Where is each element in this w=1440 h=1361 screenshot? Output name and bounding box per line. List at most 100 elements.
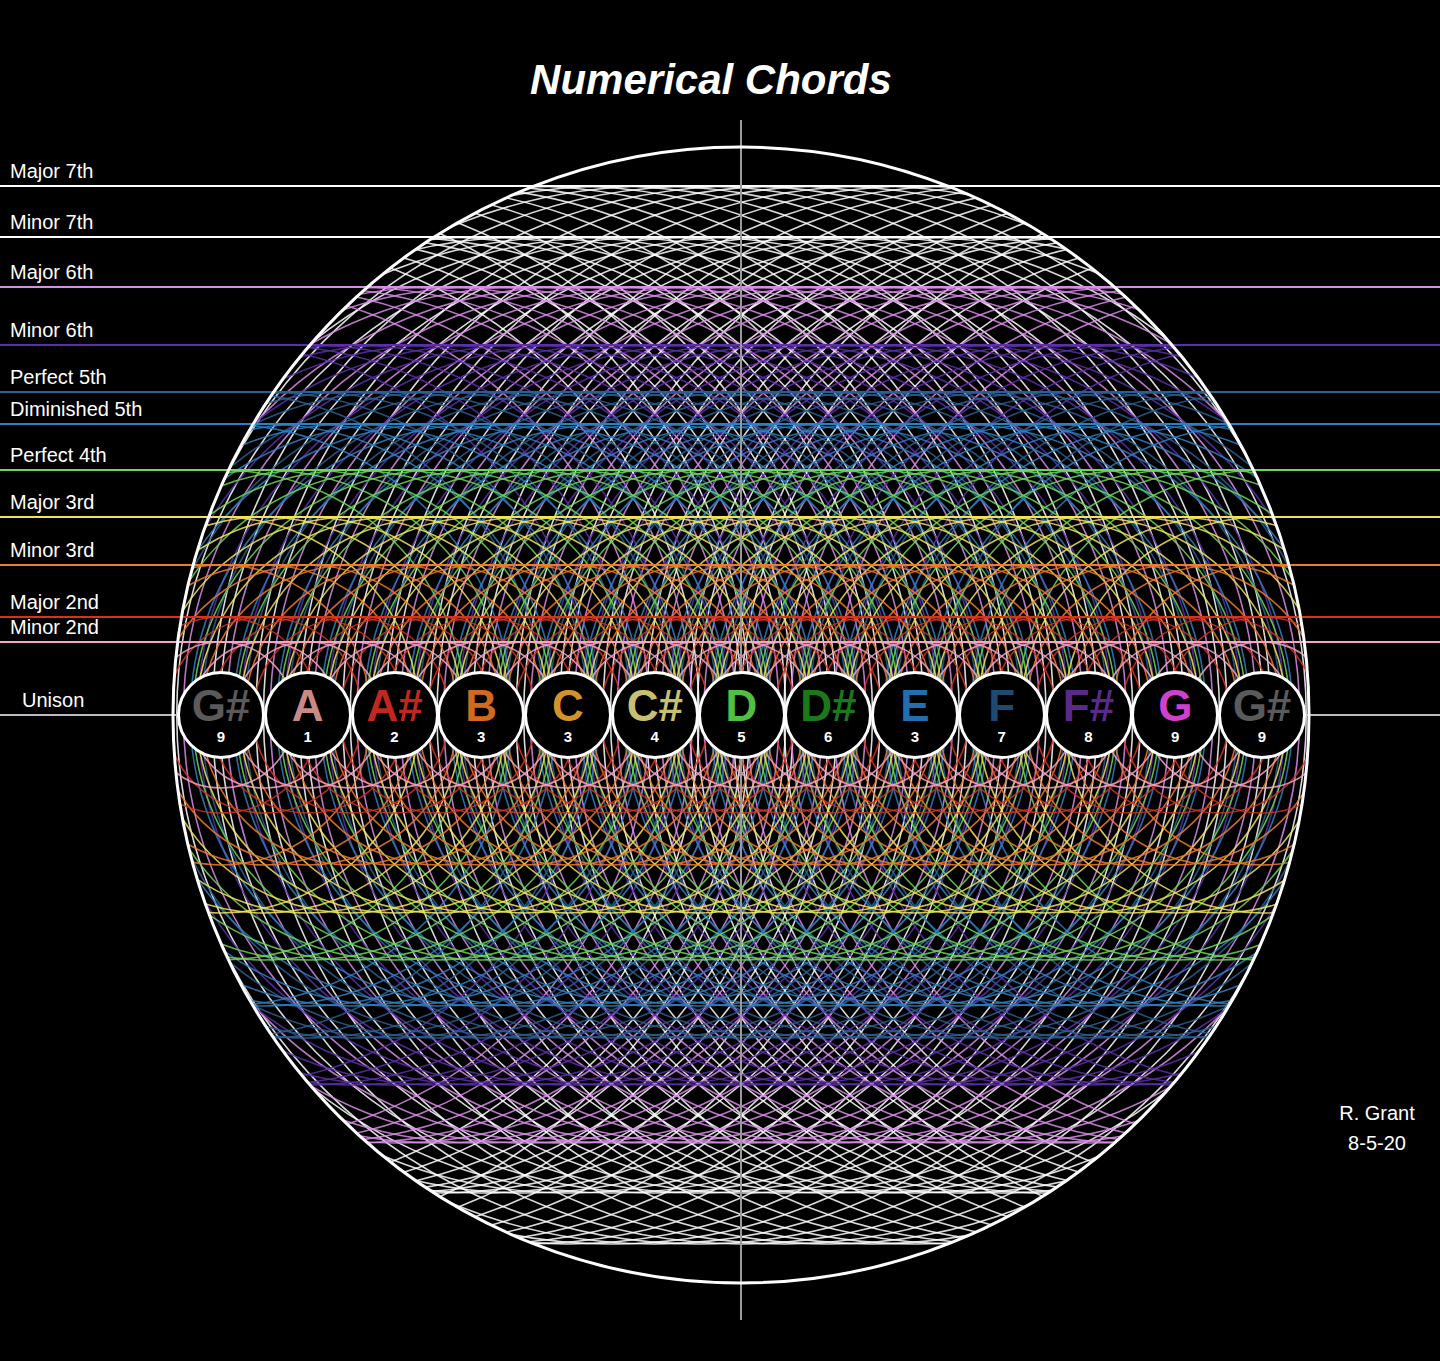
diagram-title: Numerical Chords [530, 56, 892, 104]
note-number: 9 [217, 729, 225, 746]
outer-circle [173, 147, 1309, 1283]
interval-label: Minor 3rd [10, 539, 94, 562]
interval-label: Major 6th [10, 261, 93, 284]
note-circle-shape [526, 673, 611, 758]
note-circle-shape [959, 673, 1044, 758]
interval-line [0, 564, 1440, 566]
interval-arc [500, 517, 896, 913]
interval-arc [844, 470, 1334, 960]
interval-arc [494, 424, 1076, 1006]
interval-line [0, 516, 1440, 518]
note-circle: G#9 [1218, 671, 1306, 759]
note-letter: D# [800, 684, 856, 728]
note-text-holder: G9 [1131, 671, 1219, 759]
interval-arc [307, 237, 1263, 1193]
interval-arc [277, 424, 859, 1006]
interval-arc [240, 517, 636, 913]
interval-arc [413, 517, 809, 913]
interval-arc [757, 470, 1247, 960]
interval-arc [90, 237, 1046, 1193]
interval-arc [711, 424, 1293, 1006]
note-number: 7 [998, 729, 1006, 746]
note-circle-shape [1220, 673, 1305, 758]
interval-line [0, 185, 1440, 187]
interval-arc [537, 424, 1119, 1006]
interval-arcs [0, 186, 1440, 1244]
note-circle-shape [873, 673, 958, 758]
note-circle: F7 [958, 671, 1046, 759]
interval-label: Perfect 5th [10, 366, 107, 389]
interval-line [0, 641, 1440, 643]
interval-arc [852, 565, 1152, 865]
interval-arc [350, 237, 1306, 1193]
interval-label: Major 7th [10, 160, 93, 183]
note-circle-shape [699, 673, 784, 758]
interval-arc [800, 470, 1290, 960]
interval-arc [934, 517, 1330, 913]
interval-arc [104, 424, 686, 1006]
interval-arc [760, 517, 1156, 913]
note-number: 6 [824, 729, 832, 746]
note-letter: F# [1063, 684, 1114, 728]
author-credit: R. Grant [1339, 1102, 1415, 1125]
interval-arc [47, 237, 1003, 1193]
interval-label: Major 2nd [10, 591, 99, 614]
note-number: 4 [651, 729, 659, 746]
interval-arc [190, 424, 772, 1006]
note-text-holder: B3 [437, 671, 525, 759]
interval-line [0, 391, 1440, 393]
interval-arc [158, 565, 458, 865]
note-circle-shape [1046, 673, 1131, 758]
note-letter: G# [192, 684, 251, 728]
note-number: 9 [1258, 729, 1266, 746]
note-text-holder: F#8 [1045, 671, 1133, 759]
interval-label: Unison [22, 689, 84, 712]
note-circle-shape [439, 673, 524, 758]
note-letter: A# [366, 684, 422, 728]
interval-arc [765, 565, 1065, 865]
note-circle: E3 [871, 671, 959, 759]
note-circle: C#4 [611, 671, 699, 759]
note-circle-shape [352, 673, 437, 758]
note-number: 8 [1084, 729, 1092, 746]
interval-arc [505, 565, 805, 865]
note-text-holder: D#6 [784, 671, 872, 759]
date-label: 8-5-20 [1348, 1132, 1406, 1155]
interval-line [0, 616, 1440, 618]
note-circle: G#9 [177, 671, 265, 759]
interval-line [0, 344, 1440, 346]
interval-arc [581, 424, 1163, 1006]
interval-arc [177, 237, 1133, 1193]
interval-label: Minor 2nd [10, 616, 99, 639]
note-text-holder: G#9 [1218, 671, 1306, 759]
note-circle: D#6 [784, 671, 872, 759]
note-circle: F#8 [1045, 671, 1133, 759]
interval-arc [147, 424, 729, 1006]
interval-arc [327, 517, 723, 913]
note-letter: B [465, 684, 497, 728]
interval-arc [480, 237, 1436, 1193]
note-circle: B3 [437, 671, 525, 759]
interval-arc [847, 517, 1243, 913]
interval-arc [234, 424, 816, 1006]
interval-arc [624, 424, 1206, 1006]
note-number: 2 [390, 729, 398, 746]
note-number: 3 [477, 729, 485, 746]
note-text-holder: A#2 [351, 671, 439, 759]
interval-label: Perfect 4th [10, 444, 107, 467]
note-text-holder: A1 [264, 671, 352, 759]
note-circle-shape [265, 673, 350, 758]
note-text-holder: D5 [698, 671, 786, 759]
interval-line [0, 236, 1440, 238]
interval-label: Minor 7th [10, 211, 93, 234]
note-text-holder: C#4 [611, 671, 699, 759]
interval-arc [394, 237, 1350, 1193]
note-circle: D5 [698, 671, 786, 759]
interval-arc [220, 237, 1176, 1193]
interval-arc [1025, 565, 1325, 865]
note-number: 1 [304, 729, 312, 746]
interval-arc [407, 424, 989, 1006]
note-letter: G [1158, 684, 1192, 728]
interval-label: Major 3rd [10, 491, 94, 514]
note-number: 3 [564, 729, 572, 746]
